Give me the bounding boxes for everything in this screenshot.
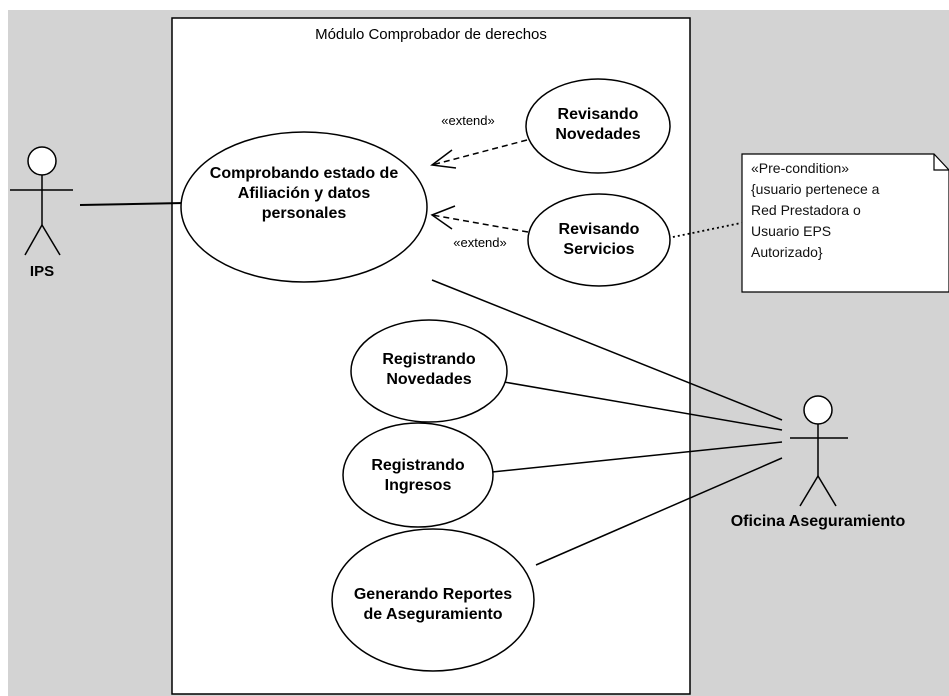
association-ips-comprobando [79,202,185,206]
usecase-comprobando-line-2: Afiliación y datos [237,185,371,202]
usecase-revisando-novedades-line-1: Revisando [557,106,639,123]
usecase-revisando-servicios-ellipse [527,193,671,287]
usecase-generando-reportes[interactable]: Generando Reportes de Aseguramiento [332,585,534,625]
association-oficina-registrando-novedades [503,381,783,431]
usecase-revisando-servicios[interactable]: Revisando Servicios [528,220,670,260]
actor-oficina-label: Oficina Aseguramiento [730,513,906,530]
usecase-registrando-novedades-line-2: Novedades [386,371,472,388]
note-line-5: Autorizado} [751,244,823,260]
usecase-comprobando-line-3: personales [261,205,347,222]
extend-arrow-novedades [431,139,528,166]
usecase-revisando-novedades-line-2: Novedades [555,126,641,143]
usecase-comprobando-line-1: Comprobando estado de [209,165,399,182]
usecase-registrando-ingresos-line-2: Ingresos [384,477,452,494]
precondition-note: «Pre-condition» {usuario pertenece a Red… [751,158,879,263]
usecase-revisando-novedades-ellipse [525,78,671,174]
extend-arrowhead-servicios [430,205,456,230]
actor-ips-figure [10,146,73,256]
note-line-3: Red Prestadora o [751,202,861,218]
actor-ips-label: IPS [29,263,55,280]
extend-arrow-servicios [431,214,529,233]
usecase-generando-reportes-line-1: Generando Reportes [353,586,513,603]
usecase-generando-reportes-line-2: de Aseguramiento [363,606,503,623]
usecase-registrando-novedades[interactable]: Registrando Novedades [351,350,507,390]
note-box [741,153,949,293]
usecase-registrando-ingresos-line-1: Registrando [371,457,465,474]
usecase-generando-reportes-ellipse [331,528,535,672]
association-oficina-generando-reportes [535,457,783,566]
note-connector [667,221,747,239]
note-line-1: «Pre-condition» [751,160,850,176]
note-line-2: {usuario pertenece a [751,181,880,197]
usecase-revisando-servicios-line-2: Servicios [563,241,635,258]
usecase-registrando-ingresos[interactable]: Registrando Ingresos [343,456,493,496]
association-oficina-registrando-ingresos [491,441,783,473]
system-title: Módulo Comprobador de derechos [315,26,547,43]
note-line-4: Usuario EPS [751,223,832,239]
extend-label-novedades: «extend» [441,113,495,128]
usecase-revisando-novedades[interactable]: Revisando Novedades [526,105,670,145]
usecase-registrando-novedades-line-1: Registrando [382,351,476,368]
usecase-comprobando-ellipse [180,131,428,283]
usecase-registrando-ingresos-ellipse [342,422,494,528]
usecase-registrando-novedades-ellipse [350,319,508,423]
association-oficina-comprobando [431,279,783,421]
actor-oficina-figure [790,395,848,507]
note-fold [933,154,949,171]
usecase-revisando-servicios-line-1: Revisando [558,221,640,238]
extend-label-servicios: «extend» [453,235,507,250]
extend-arrowhead-novedades [430,149,457,169]
usecase-comprobando[interactable]: Comprobando estado de Afiliación y datos… [181,164,427,224]
